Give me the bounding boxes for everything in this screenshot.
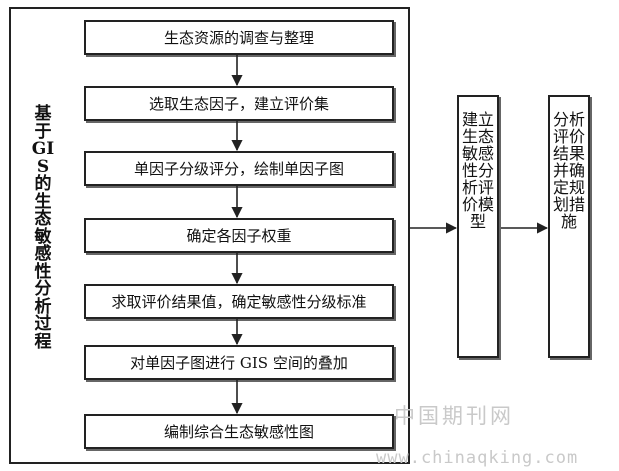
step-factor-weights: 确定各因子权重 <box>84 218 394 253</box>
step-gis-overlay: 对单因子图进行 GIS 空间的叠加 <box>84 345 394 380</box>
step-survey: 生态资源的调查与整理 <box>84 20 394 55</box>
watermark-cn: 中国期刊网 <box>394 404 514 428</box>
step-single-factor-grading: 单因子分级评分，绘制单因子图 <box>84 151 394 186</box>
process-frame <box>9 7 410 464</box>
result-box: 分析评价结果并确定规划措施 <box>548 95 590 358</box>
watermark-url: www.chinaqking.com <box>376 448 579 468</box>
process-frame-label: 基于GIS的生态敏感性分析过程 <box>31 104 55 352</box>
step-composite-map: 编制综合生态敏感性图 <box>84 414 394 449</box>
model-box: 建立生态敏感性分析评价模型 <box>457 95 499 358</box>
step-evaluation-values: 求取评价结果值，确定敏感性分级标准 <box>84 284 394 319</box>
step-select-factors: 选取生态因子，建立评价集 <box>84 86 394 121</box>
